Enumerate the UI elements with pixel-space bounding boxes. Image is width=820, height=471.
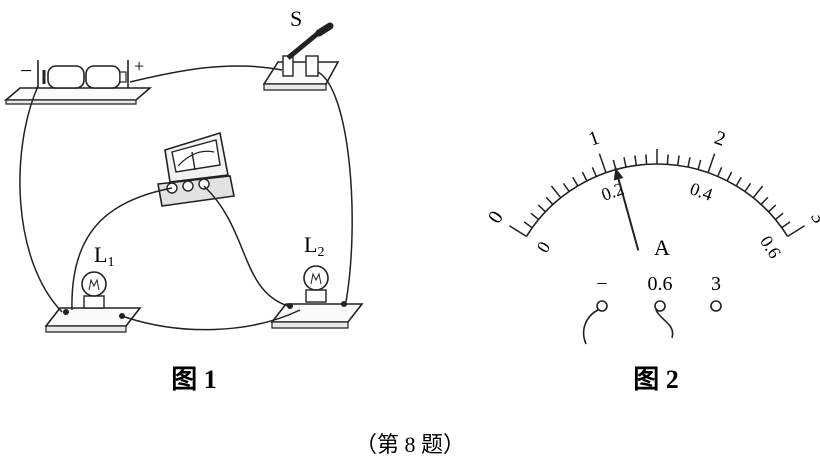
dial-tick <box>634 155 638 166</box>
wire-ammeter-3-to-l2 <box>203 185 289 307</box>
question-caption: （第 8 题） <box>355 432 465 457</box>
figure-2-caption: 图 2 <box>633 365 679 394</box>
bulb-l2: L2 <box>270 232 364 329</box>
switch-contact <box>305 55 319 77</box>
outer-scale-label-1: 1 <box>586 127 603 151</box>
battery-terminal-cap <box>119 71 127 83</box>
dial-tick <box>523 221 533 229</box>
bulb-l1-terminal-a <box>63 309 69 315</box>
bulb-l1-board-edge <box>45 325 127 333</box>
inner-scale-label-0: 0 <box>533 238 555 256</box>
battery-board <box>3 87 153 101</box>
battery-cell-2 <box>85 65 121 89</box>
dial-tick <box>735 176 742 187</box>
bulb-l2-terminal-b <box>341 301 347 307</box>
dial-tick <box>530 212 540 221</box>
circuit-wires <box>19 65 353 331</box>
wire-l1-to-l2 <box>121 309 301 331</box>
ammeter-mini-needle <box>191 151 196 171</box>
terminal-06 <box>654 300 666 312</box>
dial-tick <box>787 225 805 238</box>
inner-scale-label-2: 0.4 <box>687 178 715 204</box>
ammeter-mini-arc <box>177 150 215 167</box>
dial-tick <box>550 185 562 199</box>
outer-scale-label-3: 3 <box>806 207 820 227</box>
bulb-l2-glass <box>303 265 329 291</box>
wire-battery-pos-to-switch <box>129 65 283 83</box>
dial-tick <box>623 157 627 168</box>
switch-pivot <box>282 55 294 77</box>
dial-tick <box>676 155 680 166</box>
battery-board-edge <box>5 99 137 105</box>
switch-handle <box>315 22 334 37</box>
terminal-minus <box>596 300 608 312</box>
bulb-l2-filament <box>310 272 322 285</box>
bulb-l1-socket <box>83 295 105 309</box>
bulb-l2-board <box>270 303 364 323</box>
bulb-l2-label: L2 <box>304 232 324 260</box>
ammeter-knob-3 <box>198 178 210 190</box>
bulb-l2-board-edge <box>271 321 349 329</box>
dial-tick <box>752 185 764 199</box>
bulb-l1-glass <box>81 271 107 297</box>
dial-unit-label: A <box>654 235 670 260</box>
bulb-l2-terminal-a <box>287 303 293 309</box>
terminal-3 <box>710 300 722 312</box>
dial-tick <box>537 204 547 213</box>
figure-1-caption: 图 1 <box>171 365 217 394</box>
battery-holder: − + <box>3 56 153 105</box>
dial-ticks <box>509 149 805 238</box>
bulb-l1-filament <box>88 278 100 291</box>
dial-tick <box>707 153 716 173</box>
ammeter-dial: 0 1 2 3 0 0.2 0.4 0.6 A − 0.6 3 <box>484 127 820 345</box>
switch-s: S <box>262 6 340 91</box>
dial-tick <box>591 167 597 177</box>
dial-tick <box>717 167 723 177</box>
dial-tick <box>726 171 733 182</box>
dial-tick <box>760 196 769 206</box>
switch-label: S <box>290 6 302 31</box>
switch-board-edge <box>263 83 327 91</box>
dial-tick <box>509 225 527 238</box>
dial-tick <box>645 154 648 165</box>
dial-needle <box>614 167 640 251</box>
dial-tick <box>687 157 691 168</box>
ammeter-knob-06 <box>182 180 194 192</box>
dial-tick <box>581 171 588 182</box>
wire-switch-to-l2 <box>317 71 353 303</box>
dial-tick <box>697 159 702 170</box>
terminal-label-06: 0.6 <box>648 273 673 295</box>
bulb-l2-socket <box>305 289 327 303</box>
dial-needle-arrowhead <box>613 167 624 181</box>
ammeter-device <box>157 131 235 207</box>
bulb-l1-label: L1 <box>94 242 114 270</box>
ammeter-face-window <box>171 139 221 173</box>
wire-ammeter-minus-to-l1 <box>71 187 173 311</box>
dial-scale-arc <box>525 163 789 237</box>
wire-on-minus-terminal <box>582 309 599 345</box>
wire-on-06-terminal <box>655 309 674 339</box>
dial-tick <box>598 153 607 173</box>
battery-plus-sign: + <box>134 56 144 76</box>
battery-cell-1 <box>47 65 85 89</box>
wire-battery-neg-to-l1 <box>19 85 63 313</box>
outer-scale-label-0: 0 <box>484 207 508 227</box>
battery-minus-sign: − <box>20 58 32 83</box>
dial-tick <box>545 196 554 206</box>
dial-tick <box>774 212 784 221</box>
dial-tick <box>781 221 791 229</box>
dial-tick <box>572 176 579 187</box>
terminal-label-minus: − <box>596 273 607 295</box>
outer-scale-label-2: 2 <box>712 127 729 151</box>
dial-tick <box>562 182 570 192</box>
terminal-label-3: 3 <box>711 273 721 295</box>
dial-tick <box>744 182 752 192</box>
dial-tick <box>767 204 777 213</box>
dial-tick <box>666 154 669 165</box>
inner-scale-label-3: 0.6 <box>756 232 785 262</box>
bulb-l1: L1 <box>44 242 142 333</box>
